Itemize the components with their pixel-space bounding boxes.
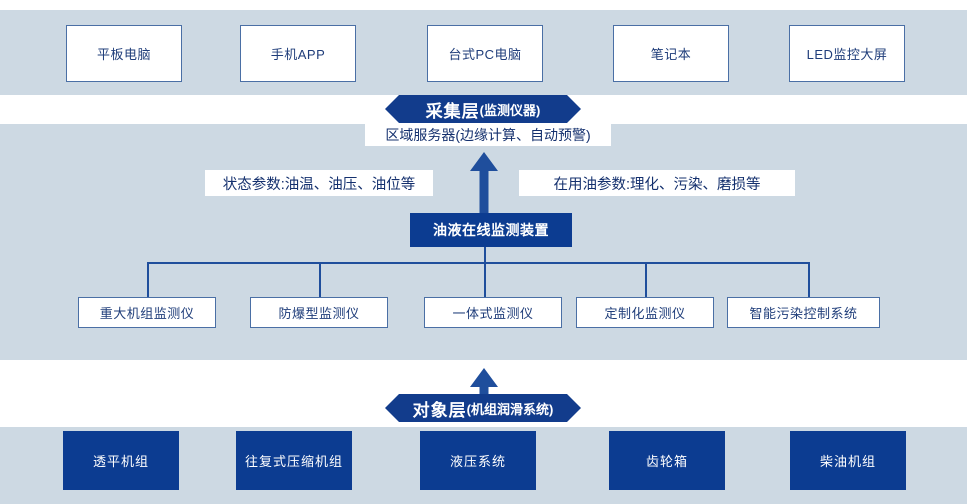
monitor-box-smart-contamination-control[interactable]: 智能污染控制系统	[727, 297, 880, 328]
in-service-oil-parameters-text: 在用油参数:理化、污染、磨损等	[553, 176, 761, 193]
monitor-label: 智能污染控制系统	[749, 306, 858, 321]
equipment-label: 齿轮箱	[645, 454, 688, 469]
object-layer-banner: 对象层 (机组润滑系统)	[385, 394, 581, 422]
flow-arrow-up-object	[470, 368, 498, 402]
equipment-label: 往复式压缩机组	[244, 454, 343, 469]
equipment-box-reciprocating-compressor[interactable]: 往复式压缩机组	[236, 431, 352, 490]
in-service-oil-parameters-label: 在用油参数:理化、污染、磨损等	[519, 170, 795, 196]
terminal-label: 笔记本	[650, 47, 692, 62]
collection-layer-banner-subtitle: (监测仪器)	[479, 102, 541, 118]
equipment-label: 液压系统	[449, 454, 506, 469]
terminal-label: 台式PC电脑	[448, 47, 522, 62]
monitor-label: 定制化监测仪	[604, 306, 686, 321]
monitor-box-integrated[interactable]: 一体式监测仪	[424, 297, 562, 328]
monitor-label: 防爆型监测仪	[278, 306, 360, 321]
terminal-label: 手机APP	[270, 47, 326, 62]
equipment-label: 柴油机组	[819, 454, 876, 469]
monitor-box-explosion-proof[interactable]: 防爆型监测仪	[250, 297, 388, 328]
regional-server-text: 区域服务器(边缘计算、自动预警)	[385, 127, 591, 143]
terminal-label: LED监控大屏	[806, 47, 888, 62]
tree-drop-2	[319, 262, 321, 297]
tree-drop-4	[645, 262, 647, 297]
status-parameters-label: 状态参数:油温、油压、油位等	[205, 170, 433, 196]
monitor-box-major-unit[interactable]: 重大机组监测仪	[78, 297, 216, 328]
monitor-label: 一体式监测仪	[452, 306, 534, 321]
flow-arrow-up-collection	[470, 152, 498, 216]
equipment-label: 透平机组	[92, 454, 149, 469]
regional-server-label: 区域服务器(边缘计算、自动预警)	[365, 124, 611, 146]
terminal-box-mobile-app[interactable]: 手机APP	[240, 25, 356, 82]
terminal-box-desktop-pc[interactable]: 台式PC电脑	[427, 25, 543, 82]
oil-online-monitoring-device-label: 油液在线监测装置	[433, 222, 549, 238]
terminal-label: 平板电脑	[96, 47, 151, 62]
collection-layer-banner-title: 采集层	[425, 101, 480, 121]
oil-online-monitoring-device-box[interactable]: 油液在线监测装置	[410, 213, 572, 247]
monitor-label: 重大机组监测仪	[99, 306, 195, 321]
monitor-box-customized[interactable]: 定制化监测仪	[576, 297, 714, 328]
equipment-box-gearbox[interactable]: 齿轮箱	[609, 431, 725, 490]
tree-drop-5	[808, 262, 810, 297]
tree-bus	[148, 262, 810, 264]
terminal-box-laptop[interactable]: 笔记本	[613, 25, 729, 82]
tree-drop-1	[147, 262, 149, 297]
object-layer-banner-subtitle: (机组润滑系统)	[466, 401, 554, 417]
tree-drop-3	[484, 262, 486, 297]
status-parameters-text: 状态参数:油温、油压、油位等	[222, 176, 416, 193]
terminal-box-tablet[interactable]: 平板电脑	[66, 25, 182, 82]
object-layer-banner-title: 对象层	[412, 400, 467, 420]
collection-layer-banner: 采集层(监测仪器)	[385, 95, 581, 123]
equipment-box-hydraulic-system[interactable]: 液压系统	[420, 431, 536, 490]
terminal-box-led-screen[interactable]: LED监控大屏	[789, 25, 905, 82]
equipment-box-turbine-unit[interactable]: 透平机组	[63, 431, 179, 490]
tree-stem	[484, 247, 486, 263]
equipment-box-diesel-unit[interactable]: 柴油机组	[790, 431, 906, 490]
